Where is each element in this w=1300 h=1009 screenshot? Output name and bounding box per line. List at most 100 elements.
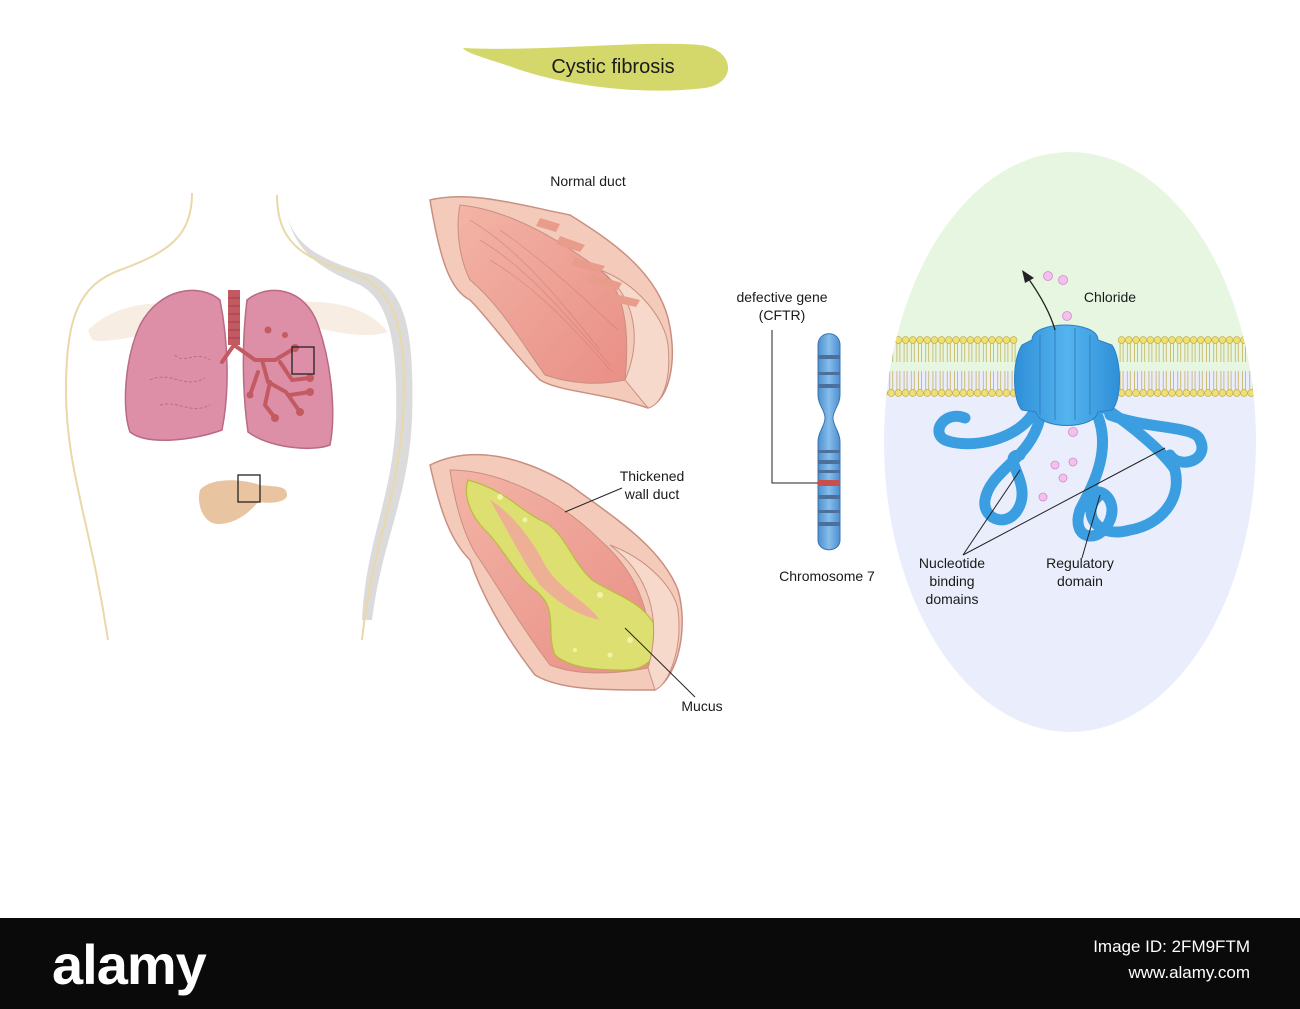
lipid-head [1153,389,1162,397]
lipid-head [1139,389,1147,397]
lung-inset-box [291,346,315,375]
lipid-tail [1220,371,1225,393]
lipid-tail [1177,340,1182,362]
label-thickened-line2: wall duct [624,486,680,502]
lipid-tail [918,340,922,362]
lipid-head [887,336,895,344]
lipid-head [1161,336,1169,344]
lipid-tail [1177,371,1182,393]
lipid-tail [1213,371,1218,393]
label-defective-gene-line2: (CFTR) [759,307,806,323]
lipid-head [1168,336,1176,344]
lipid-tail [954,371,958,393]
lipid-tail [939,340,944,362]
lipid-head [1002,336,1011,344]
lipid-head [973,336,982,344]
lipid-tail [896,371,901,393]
lipid-tail [925,371,930,393]
cystic-fibrosis-diagram: Cystic fibrosis Normal duct [64,43,1256,732]
lipid-head [1175,389,1183,397]
lipid-tail [1191,340,1196,362]
lipid-tail [1184,371,1189,393]
leader-nucleotide-2 [962,447,1166,556]
lipid-head [1161,389,1169,397]
lipid-tail [910,371,915,393]
chloride-ion [1038,492,1048,502]
lipid-head [1125,336,1133,344]
lipid-head [901,389,910,397]
lipid-tail [932,340,937,362]
lipid-tail [1004,371,1009,393]
lipid-tail [1134,340,1138,362]
lipid-tail [1155,340,1160,362]
lipid-tail [1126,371,1131,393]
lipid-tail [968,340,973,362]
mucus-lumen-gap [490,500,600,620]
lipid-tail [990,340,994,362]
lipid-tail [1227,371,1232,393]
lipid-tail [1134,371,1138,393]
lipid-tail [1198,371,1203,393]
lipid-head [937,336,946,344]
chloride-ion [1068,457,1078,467]
lipid-head [1204,336,1212,344]
lipid-tail [1011,340,1016,362]
lipid-head [981,336,989,344]
brand-logo: alamy [52,933,207,996]
cftr-channel-body [1014,324,1120,426]
lipid-tail [997,371,1002,393]
pancreas-inset-box [237,474,261,503]
lipid-tail [1220,340,1225,362]
title-banner: Cystic fibrosis [463,43,729,91]
title-blob-shape [463,43,729,91]
lipid-head [1153,336,1162,344]
lipid-head [1175,336,1183,344]
page-title: Cystic fibrosis [551,56,674,78]
lipid-head [1197,336,1205,344]
site-url[interactable]: www.alamy.com [1128,963,1250,982]
lipid-tail [939,371,944,393]
lipid-head [945,336,953,344]
lipid-tail [1119,371,1124,393]
torso-shadow [285,205,413,620]
normal-duct: Normal duct [429,173,673,409]
lipid-tail [932,371,937,393]
torso-outline [64,192,405,641]
lipid-head [1218,336,1227,344]
chloride-ion [1062,311,1072,321]
lipid-tail [1004,340,1009,362]
lipid-head [959,389,967,397]
lipid-head [1247,389,1255,397]
lipid-head [1182,389,1191,397]
leader-thickened [564,487,623,513]
lipid-tail [990,371,994,393]
lipid-tail [925,340,930,362]
lipid-head [995,389,1003,397]
lipid-head [995,336,1003,344]
lipid-tail [1242,371,1246,393]
chloride-ion [1043,271,1053,281]
left-lung [124,289,228,441]
label-chloride: Chloride [1084,289,1136,305]
lipid-head [916,336,924,344]
lipid-head [1189,336,1198,344]
lipid-tail [975,340,980,362]
lipid-head [1225,389,1234,397]
lipid-tail [997,340,1002,362]
lipid-head [973,389,982,397]
lipid-head [1233,389,1241,397]
lipid-tail [1234,371,1239,393]
cftr-loop-left [933,404,1046,526]
lipid-head [1009,336,1018,344]
lipid-tail [946,371,951,393]
lipid-head [923,389,931,397]
lipid-tail [1148,371,1153,393]
label-mucus: Mucus [681,698,722,714]
leader-nucleotide-1 [962,469,1021,556]
normal-duct-muscle-bands [536,218,640,307]
mucus-bubbles [497,494,633,658]
lipid-head [1218,389,1227,397]
lipid-tail [889,371,894,393]
lipid-head [945,389,953,397]
lipid-head [1211,389,1219,397]
